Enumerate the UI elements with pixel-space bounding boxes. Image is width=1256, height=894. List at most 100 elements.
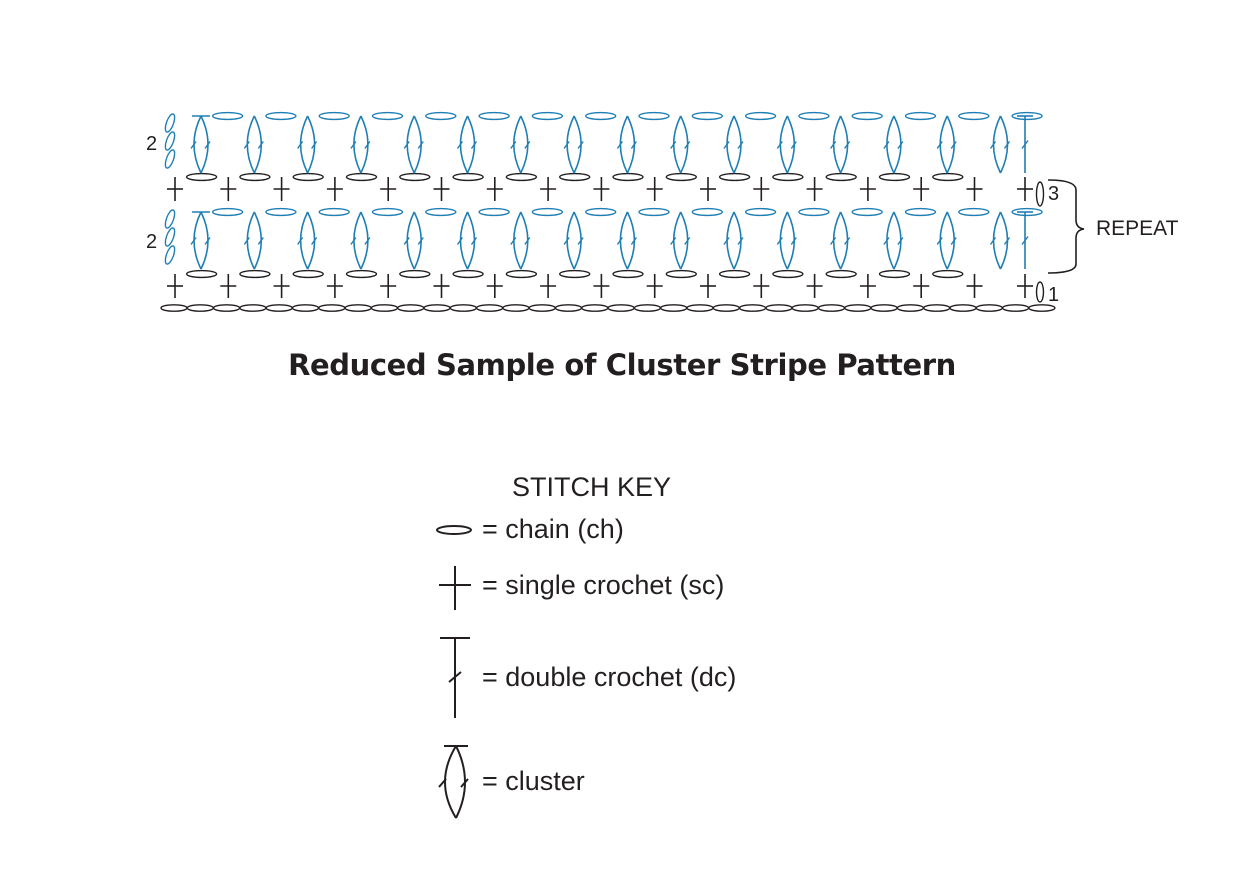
chain-stitch [665,269,697,279]
chain-stitch [718,269,751,279]
chart-title: Reduced Sample of Cluster Stripe Pattern [288,348,956,382]
cluster-stitch [839,115,849,174]
cluster-stitch [946,115,955,174]
chain-stitch [825,172,857,182]
cluster-stitch [513,211,522,270]
cluster-stitch [193,211,202,270]
chain-stitch [318,111,350,121]
chain-stitch [744,207,777,217]
cluster-stitch [737,237,744,245]
cluster-stitch [684,237,691,245]
cluster-stitch [832,115,842,174]
cluster-stitch [573,211,582,270]
cluster-stitch [190,141,197,149]
cluster-stitch [619,115,629,174]
cluster-stitch [353,115,362,174]
cluster-stitch [459,115,469,174]
cluster-stitch [883,237,890,245]
cluster-stitch [520,115,529,174]
foundation-chain [291,304,320,312]
cluster-stitch [839,211,849,270]
cluster-stitch [626,115,636,174]
cluster-stitch [950,237,957,245]
cluster-stitch [619,211,629,270]
cluster-stitch [417,237,424,245]
cluster-stitch [723,237,730,245]
foundation-chain [817,304,846,312]
cluster-stitch [886,115,895,174]
key-label-chain: = chain (ch) [482,514,624,544]
cluster-stitch [413,115,422,174]
chain-stitch [399,172,431,182]
chain-stitch [798,111,830,121]
cluster-stitch [364,237,371,245]
row-label-1: 1 [1048,284,1060,306]
cluster-stitch [684,141,691,149]
chain-stitch [559,172,591,182]
chain-stitch [851,111,883,121]
cluster-stitch [297,141,304,149]
chain-stitch [932,269,964,279]
chain-stitch [691,207,723,217]
cluster-stitch [776,141,783,149]
chain-stitch [505,172,538,182]
foundation-chain [607,304,635,312]
cluster-stitch [417,141,424,149]
key-label-double-crochet: = double crochet (dc) [482,662,737,692]
chain-stitch [425,111,457,121]
foundation-chain [660,304,688,312]
double-crochet-icon [440,637,470,718]
foundation-chain [475,304,504,312]
cluster-stitch [406,211,415,270]
chain-stitch [292,172,324,182]
sc-row-1 [167,269,1033,298]
cluster-stitch [577,237,584,245]
cluster-stitch [733,211,742,270]
chain-stitch [612,269,644,279]
row-label-2-lower: 2 [146,231,158,253]
turning-chain [164,113,176,133]
foundation-chain [870,304,898,312]
cluster-stitch [883,141,890,149]
cluster-stitch [936,141,943,149]
cluster-stitch [200,115,209,174]
chain-stitch [239,269,271,279]
cluster-stitch [299,211,309,270]
cluster-stitch [563,237,570,245]
cluster-stitch [204,237,211,245]
chain-stitch [452,269,484,279]
chain-stitch [878,269,911,279]
chain-stitch [958,111,990,121]
chain-stitch [185,269,218,279]
cluster-stitch [992,211,1002,270]
cluster-stitch [246,115,256,174]
cluster-stitch [524,141,531,149]
chain-stitch [185,172,218,182]
chain-stitch [239,172,271,182]
chain-stitch [772,172,804,182]
chain-stitch [638,111,670,121]
chain-stitch [798,207,830,217]
cluster-stitch [999,211,1009,270]
cluster-stitch [470,237,478,245]
cluster-stitch [630,141,637,149]
stitch-key-title: STITCH KEY [512,472,672,502]
row-label-3: 3 [1048,183,1060,205]
foundation-chain [370,304,399,312]
chain-stitch [585,207,617,217]
cluster-stitch [350,141,357,149]
chain-icon [436,525,472,535]
cluster-stitch [306,115,316,174]
foundation-chain [212,304,241,312]
key-label-single-crochet: = single crochet (sc) [482,570,725,600]
chain-stitch [878,172,911,182]
cluster-icon [438,745,469,819]
cluster-stitch [257,141,264,149]
cluster-stitch [311,141,318,149]
chain-stitch [772,269,804,279]
cluster-stitch [790,237,797,245]
cluster-stitch [190,237,197,245]
cluster-stitch [510,237,517,245]
cluster-stitch [630,237,637,245]
foundation-chain [397,304,425,312]
